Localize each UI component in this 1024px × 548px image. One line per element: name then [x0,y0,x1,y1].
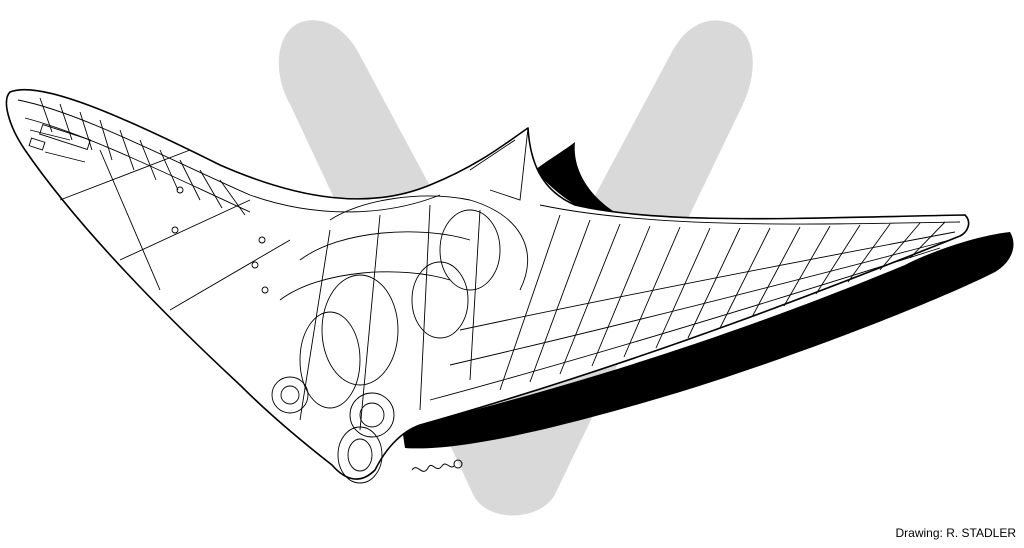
artist-signature [411,459,463,472]
flying-wing-outline [5,88,970,480]
v-emblem-logo [264,6,767,530]
wing-shadow [402,142,1014,449]
drawing-credit: Drawing: R. STADLER [895,526,1016,540]
wing-structure-lines [17,97,961,484]
